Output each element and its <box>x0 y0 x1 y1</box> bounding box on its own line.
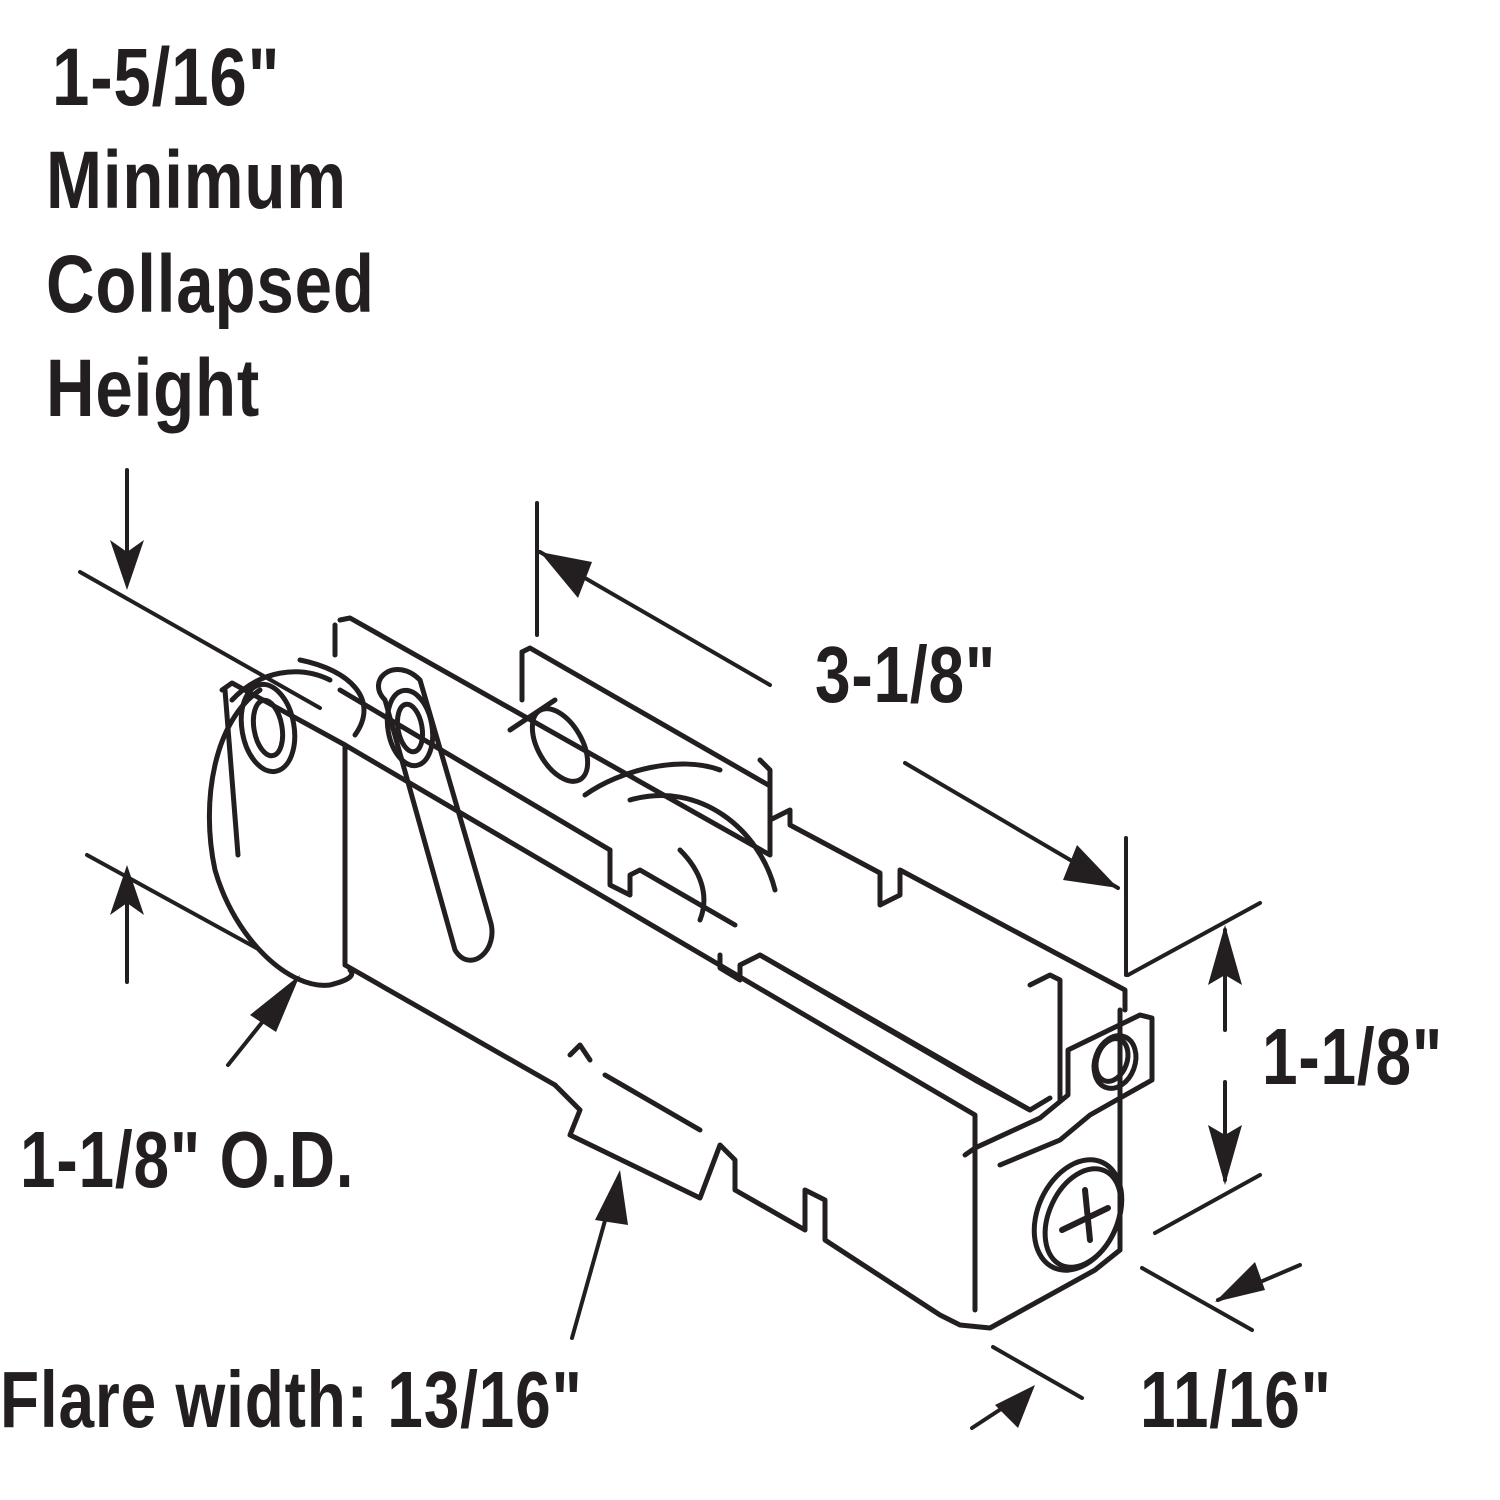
flare-width-label: Flare width: 13/16" <box>0 1355 583 1444</box>
bracket-hole <box>1091 1033 1139 1091</box>
adjuster-left <box>238 681 298 775</box>
collapsed-height-value: 1-5/16" <box>52 32 281 123</box>
collapsed-height-label-line3: Collapsed <box>46 239 375 330</box>
leader-flare-width <box>570 1170 628 1340</box>
housing <box>219 615 1155 1331</box>
adjustment-screw <box>1031 1157 1125 1273</box>
collapsed-height-label-line2: Minimum <box>46 135 347 226</box>
dim-collapsed-height <box>78 468 322 984</box>
dim-length <box>535 501 1128 977</box>
length-label: 3-1/8" <box>815 630 997 719</box>
width-label: 11/16" <box>1140 1355 1332 1444</box>
collapsed-height-label-line4: Height <box>46 343 261 434</box>
leader-wheel-od <box>226 975 300 1067</box>
rear-wheel <box>507 697 778 923</box>
adjuster-slot <box>376 667 495 963</box>
dim-height <box>1126 901 1262 1235</box>
height-label: 1-1/8" <box>1262 1012 1444 1101</box>
front-wheel <box>206 657 367 988</box>
dim-width <box>970 1262 1302 1430</box>
wheel-od-label: 1-1/8" O.D. <box>20 1115 355 1204</box>
